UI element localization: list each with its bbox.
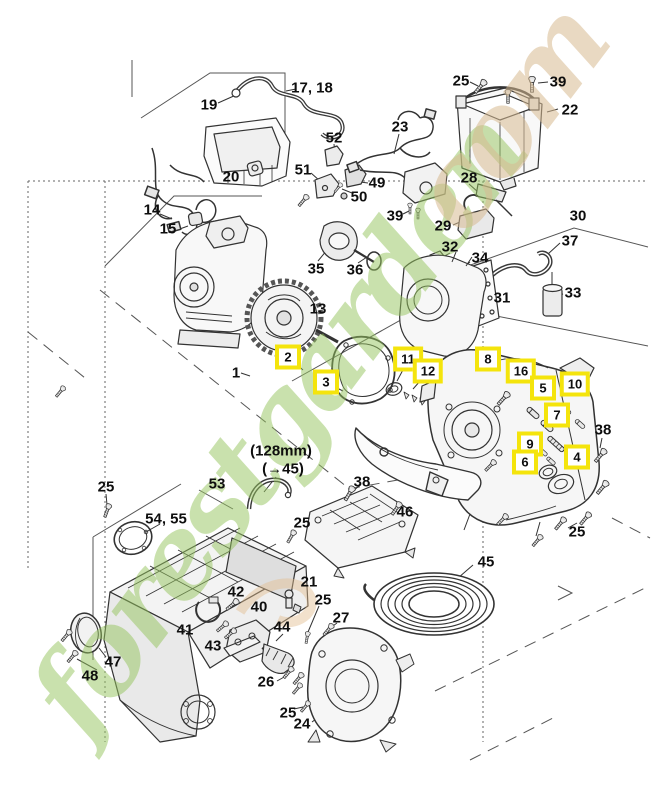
grommet (246, 160, 264, 177)
worm-gear (261, 643, 295, 674)
hose-clamp (195, 596, 222, 623)
oil-seal (385, 382, 426, 406)
short-hose (246, 477, 292, 510)
wire-harness (143, 147, 217, 236)
clutch-drum (319, 221, 382, 271)
switch-parts (314, 145, 367, 200)
fan-housing (173, 211, 268, 349)
fuel-tank-housing (455, 86, 543, 191)
clutch-cover (306, 627, 415, 753)
top-cover-assembly (203, 117, 291, 187)
carburetor (402, 162, 513, 217)
oval-gasket (113, 520, 153, 556)
engine-pan (304, 485, 419, 579)
watermark-leaf-swirl (235, 578, 317, 628)
hose-coil (363, 572, 495, 636)
fuel-filter (542, 272, 563, 317)
ignition-module (457, 194, 495, 240)
handle-molding-wire (231, 76, 345, 140)
chain-brake-band (354, 427, 482, 501)
cover-cap (69, 612, 103, 654)
section-dotted-borders (27, 180, 648, 742)
throttle-wire-harness (346, 108, 437, 191)
chassis-housing (103, 527, 309, 743)
bearing-and-seal (538, 464, 575, 495)
cylinder-housing (399, 251, 487, 367)
pawl-parts (284, 589, 302, 614)
crankcase (419, 349, 600, 537)
